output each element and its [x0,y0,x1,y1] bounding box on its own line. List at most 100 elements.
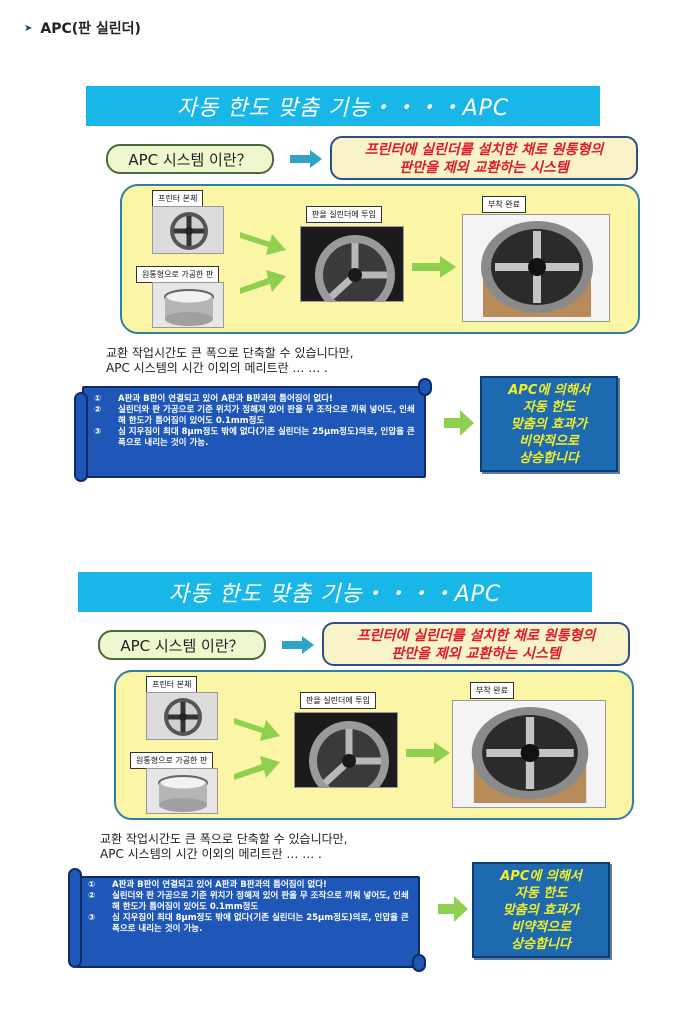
merit-text: 실린더와 판 가공으로 기준 위치가 정해져 있어 판을 무 조작으로 끼워 넣… [118,405,415,426]
green-arrow-icon [234,756,280,780]
result-line: APC에 의해서 [508,382,590,398]
question-box: APC 시스템 이란？ [98,630,266,660]
bullet-arrow-icon: ➤ [24,22,33,34]
merit-item: ① A판과 B판이 연결되고 있어 A판과 B판과의 틈어짐이 없다! [94,394,416,405]
ring-plate-icon [153,283,223,327]
cylinder-end-icon [147,693,217,739]
banner-text: 자동 한도 맞춤 기능・・・・APC [168,582,502,607]
result-line: 상승합니다 [519,450,579,466]
merit-number: ① [94,394,102,404]
merit-item: ③ 심 지우짐이 최대 8μm정도 밖에 없다(기존 실린더는 25μm정도)의로… [94,427,416,449]
answer-line-1: 프린터에 실린더를 설치한 채로 원통형의 [356,628,596,644]
green-arrow-icon [240,270,286,294]
merit-number: ② [94,405,102,415]
description: 교환 작업시간도 큰 폭으로 단축할 수 있습니다만, APC 시스템의 시간 … [106,346,354,376]
ring-plate-icon [147,769,217,813]
apc-panel-1: 자동 한도 맞춤 기능・・・・APC APC 시스템 이란？ 프린터에 실린더를… [0,0,700,482]
complete-photo [462,214,610,322]
label-insert: 판을 실린더에 투입 [300,692,376,709]
merit-number: ③ [94,427,102,437]
cylinder-complete-icon [463,215,609,321]
cylinder-plate-photo [152,282,224,328]
result-line: 맞춤의 효과가 [502,902,580,918]
answer-box: 프린터에 실린더를 설치한 채로 원통형의 판만을 제외 교환하는 시스템 [322,622,630,666]
merits-scroll-body [82,386,426,478]
scroll-curl-right [412,954,426,972]
scroll-curl-left [74,392,88,482]
insert-photo [294,712,398,788]
apc-panel-2: 자동 한도 맞춤 기능・・・・APC APC 시스템 이란？ 프린터에 실린더를… [0,486,700,972]
answer-line-2: 판만을 제외 교환하는 시스템 [399,160,569,176]
green-arrow-icon [234,718,280,741]
result-line: 비약적으로 [511,919,571,935]
question-text: APC 시스템 이란？ [128,150,252,169]
label-cylinder-plate: 원통형으로 가공한 판 [130,752,214,769]
green-arrow-icon [240,232,286,255]
banner-text: 자동 한도 맞춤 기능・・・・APC [176,96,510,121]
question-text: APC 시스템 이란？ [120,636,244,655]
answer-line-2: 판만을 제외 교환하는 시스템 [391,646,561,662]
green-arrow-icon [438,896,468,922]
label-printer-body: 프린터 본체 [152,190,204,207]
green-arrow-icon [406,742,450,764]
merit-item: ② 실린더와 판 가공으로 기준 위치가 정해져 있어 판을 무 조작으로 끼워 … [88,891,410,913]
merit-item: ③ 심 지우짐이 최대 8μm정도 밖에 없다(기존 실린더는 25μm정도)의로… [88,913,410,935]
result-line: APC에 의해서 [500,868,582,884]
page-title: ➤ APC(판 실린더) [24,18,141,38]
scroll-curl-left [68,868,82,968]
description-line-2: APC 시스템의 시간 이외의 메리트란 … … . [106,361,328,375]
merit-number: ① [88,880,96,890]
description: 교환 작업시간도 큰 폭으로 단축할 수 있습니다만, APC 시스템의 시간 … [100,832,348,862]
process-diagram: 프린터 본체 원통형으로 가공한 판 [120,184,640,334]
label-insert: 판을 실린더에 투입 [306,206,382,223]
cylinder-complete-icon [453,701,605,807]
description-line-1: 교환 작업시간도 큰 폭으로 단축할 수 있습니다만, [106,346,354,360]
result-line: 자동 한도 [514,885,568,901]
label-complete: 부착 완료 [482,196,526,213]
right-arrow-icon [282,636,314,654]
right-arrow-icon [290,150,322,168]
cylinder-insert-icon [301,227,403,301]
label-complete: 부착 완료 [470,682,514,699]
process-diagram: 프린터 본체 원통형으로 가공한 판 [114,670,634,820]
cylinder-insert-icon [295,713,397,787]
page-title-text: APC(판 실린더) [40,21,141,37]
cylinder-plate-photo [146,768,218,814]
label-printer-body: 프린터 본체 [146,676,198,693]
result-line: 비약적으로 [519,433,579,449]
merit-item: ② 실린더와 판 가공으로 기준 위치가 정해져 있어 판을 무 조작으로 끼워 … [94,405,416,427]
merit-text: 심 지우짐이 최대 8μm정도 밖에 없다(기존 실린더는 25μm정도)의로,… [112,913,409,934]
merit-number: ② [88,891,96,901]
merit-text: 심 지우짐이 최대 8μm정도 밖에 없다(기존 실린더는 25μm정도)의로,… [118,427,415,448]
merit-number: ③ [88,913,96,923]
question-box: APC 시스템 이란？ [106,144,274,174]
merits-scroll: ① A판과 B판이 연결되고 있어 A판과 B판과의 틈어짐이 없다! ② 실린더와… [74,378,432,482]
merits-list: ① A판과 B판이 연결되고 있어 A판과 B판과의 틈어짐이 없다! ② 실린더와… [88,880,410,935]
feature-banner: 자동 한도 맞춤 기능・・・・APC [78,572,592,612]
description-line-1: 교환 작업시간도 큰 폭으로 단축할 수 있습니다만, [100,832,348,846]
complete-photo [452,700,606,808]
result-line: 상승합니다 [511,936,571,952]
merit-text: A판과 B판이 연결되고 있어 A판과 B판과의 틈어짐이 없다! [112,880,327,890]
label-cylinder-plate: 원통형으로 가공한 판 [136,266,220,283]
merit-item: ① A판과 B판이 연결되고 있어 A판과 B판과의 틈어짐이 없다! [88,880,410,891]
green-arrow-icon [444,410,474,436]
merits-scroll: ① A판과 B판이 연결되고 있어 A판과 B판과의 틈어짐이 없다! ② 실린더와… [68,868,426,972]
result-box: APC에 의해서 자동 한도 맞춤의 효과가 비약적으로 상승합니다 [472,862,610,958]
printer-body-photo [152,206,224,254]
answer-box: 프린터에 실린더를 설치한 채로 원통형의 판만을 제외 교환하는 시스템 [330,136,638,180]
insert-photo [300,226,404,302]
result-box: APC에 의해서 자동 한도 맞춤의 효과가 비약적으로 상승합니다 [480,376,618,472]
green-arrow-icon [412,256,456,278]
merits-list: ① A판과 B판이 연결되고 있어 A판과 B판과의 틈어짐이 없다! ② 실린더와… [94,394,416,449]
feature-banner: 자동 한도 맞춤 기능・・・・APC [86,86,600,126]
result-line: 맞춤의 효과가 [510,416,588,432]
printer-body-photo [146,692,218,740]
merit-text: A판과 B판이 연결되고 있어 A판과 B판과의 틈어짐이 없다! [118,394,333,404]
scroll-curl-right [418,378,432,396]
cylinder-end-icon [153,207,223,253]
merit-text: 실린더와 판 가공으로 기준 위치가 정해져 있어 판을 무 조작으로 끼워 넣… [112,891,409,912]
merits-scroll-body [76,876,420,968]
description-line-2: APC 시스템의 시간 이외의 메리트란 … … . [100,847,322,861]
answer-line-1: 프린터에 실린더를 설치한 채로 원통형의 [364,142,604,158]
